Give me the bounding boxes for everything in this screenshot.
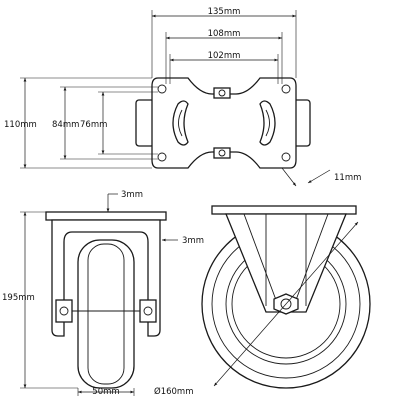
top-kingpin-nut — [213, 87, 231, 99]
mounting-hole-bottom-right — [281, 152, 291, 162]
top-plate-outline — [151, 77, 297, 169]
dim-110: 110mm — [4, 120, 37, 130]
front-wheel-tire — [77, 239, 135, 389]
side-view — [201, 205, 371, 389]
front-top-plate — [45, 211, 167, 221]
mounting-hole-top-right — [281, 84, 291, 94]
front-view-dimensions: 195mm 3mm 3mm 50mm — [2, 190, 204, 397]
mounting-hole-top-left — [157, 84, 167, 94]
dim-3-side: 3mm — [182, 236, 204, 246]
dim-160-diameter: Ø160mm — [154, 386, 193, 397]
dim-108: 108mm — [208, 29, 241, 39]
front-view — [45, 211, 167, 389]
mounting-hole-bottom-left — [157, 152, 167, 162]
front-fork — [51, 219, 161, 337]
bottom-kingpin-nut — [213, 147, 231, 159]
dim-84: 84mm — [52, 120, 79, 130]
dim-3-top: 3mm — [121, 190, 143, 200]
slot-left — [172, 100, 189, 146]
front-axle-nut-left — [55, 299, 73, 323]
dim-76: 76mm — [80, 120, 107, 130]
front-axle-nut-right — [139, 299, 157, 323]
slot-right — [259, 100, 276, 146]
dim-11: 11mm — [334, 173, 361, 183]
top-view-left-hub — [135, 99, 155, 147]
top-view — [135, 77, 311, 169]
dim-50: 50mm — [92, 387, 119, 397]
dim-195: 195mm — [2, 293, 35, 303]
side-view-dimensions: Ø160mm — [154, 221, 359, 397]
dim-102: 102mm — [208, 51, 241, 61]
dim-135: 135mm — [208, 7, 241, 17]
top-view-dimensions: 135mm 108mm 102mm 110mm 84mm 76mm 11mm — [4, 7, 361, 187]
side-top-plate — [211, 205, 357, 215]
